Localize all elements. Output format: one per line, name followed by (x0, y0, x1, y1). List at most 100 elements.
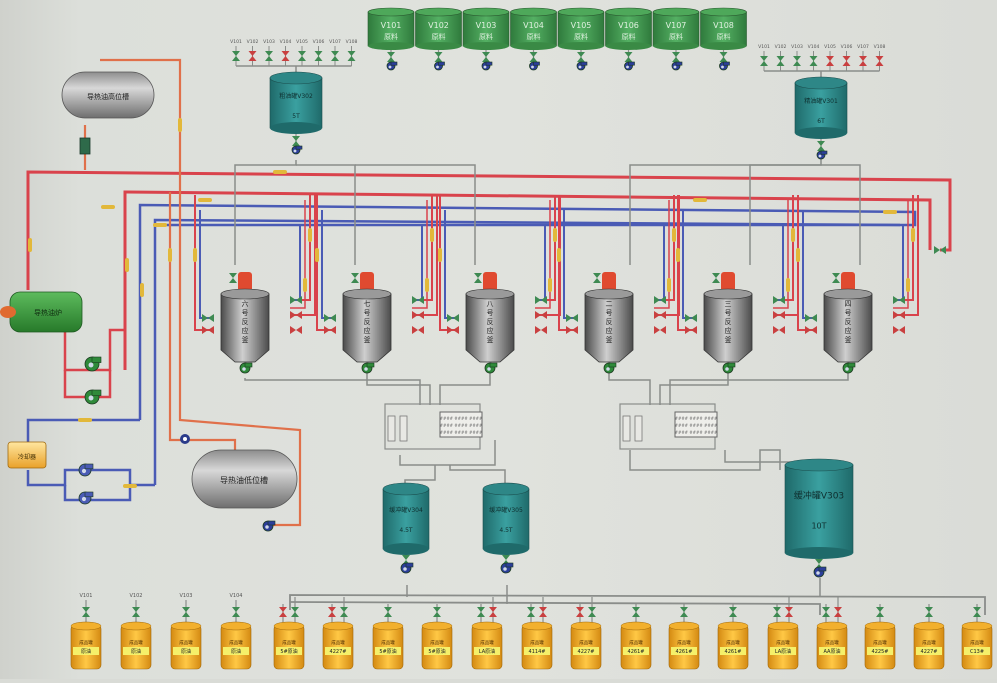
valve-open-icon[interactable] (340, 607, 348, 617)
pump-icon[interactable] (500, 562, 514, 574)
valve-closed-icon[interactable] (248, 51, 257, 61)
valve-open-icon[interactable] (577, 52, 585, 62)
pump-icon[interactable] (386, 61, 398, 71)
valve-open-icon[interactable] (593, 273, 601, 283)
pump-icon[interactable] (842, 362, 856, 374)
valve-open-icon[interactable] (387, 52, 395, 62)
storage-tank[interactable]: 导热油低位槽 (191, 449, 298, 509)
valve-open-icon[interactable] (893, 296, 905, 304)
valve-open-icon[interactable] (685, 314, 697, 322)
reactor-3[interactable]: 八号反应釜 (465, 272, 515, 363)
valve-open-icon[interactable] (817, 141, 825, 151)
valve-open-icon[interactable] (776, 56, 785, 66)
valve-open-icon[interactable] (447, 314, 459, 322)
valve-open-icon[interactable] (624, 52, 633, 62)
valve-closed-icon[interactable] (489, 607, 497, 617)
valve-closed-icon[interactable] (875, 56, 884, 66)
valve-open-icon[interactable] (232, 51, 240, 61)
valve-open-icon[interactable] (290, 296, 302, 304)
valve-open-icon[interactable] (712, 273, 720, 283)
valve-open-icon[interactable] (876, 607, 884, 617)
pump-icon[interactable] (361, 362, 375, 374)
valve-open-icon[interactable] (482, 52, 490, 62)
valve-open-icon[interactable] (760, 56, 768, 66)
pump-icon[interactable] (78, 463, 94, 477)
valve-open-icon[interactable] (474, 273, 482, 283)
valve-open-icon[interactable] (477, 607, 485, 617)
valve-round-icon[interactable] (180, 434, 190, 444)
valve-open-icon[interactable] (773, 296, 785, 304)
valve-closed-icon[interactable] (447, 326, 459, 334)
valve-closed-icon[interactable] (412, 311, 424, 319)
valve-open-icon[interactable] (566, 314, 578, 322)
valve-closed-icon[interactable] (893, 326, 905, 334)
pump-icon[interactable] (529, 61, 540, 71)
valve-open-icon[interactable] (680, 607, 688, 617)
valve-open-icon[interactable] (232, 607, 240, 617)
valve-open-icon[interactable] (324, 314, 336, 322)
reactor-1[interactable]: 六号反应釜 (220, 272, 270, 363)
valve-closed-icon[interactable] (826, 56, 834, 66)
valve-closed-icon[interactable] (773, 326, 785, 334)
valve-open-icon[interactable] (314, 51, 323, 61)
valve-open-icon[interactable] (202, 314, 214, 322)
valve-open-icon[interactable] (773, 607, 781, 617)
valve-open-icon[interactable] (729, 607, 737, 617)
cooler[interactable]: 冷却器 (7, 441, 47, 469)
valve-open-icon[interactable] (265, 51, 273, 61)
valve-closed-icon[interactable] (328, 607, 336, 617)
valve-closed-icon[interactable] (785, 607, 793, 617)
valve-open-icon[interactable] (805, 314, 817, 322)
valve-open-icon[interactable] (719, 52, 728, 62)
pump-icon[interactable] (481, 61, 493, 71)
filter-unit-1[interactable]: #### #### ######## #### ######## #### ##… (384, 403, 483, 450)
reactor-4[interactable]: 二号反应釜 (584, 272, 634, 363)
pump-icon[interactable] (434, 61, 445, 71)
valve-closed-icon[interactable] (535, 326, 547, 334)
valve-open-icon[interactable] (331, 51, 339, 61)
valve-closed-icon[interactable] (279, 607, 287, 617)
valve-open-icon[interactable] (654, 296, 666, 304)
pump-icon[interactable] (603, 362, 617, 374)
pump-icon[interactable] (671, 61, 683, 71)
pump-icon[interactable] (576, 61, 588, 71)
valve-open-icon[interactable] (351, 273, 359, 283)
valve-closed-icon[interactable] (202, 326, 214, 334)
valve-closed-icon[interactable] (324, 326, 336, 334)
pump-icon[interactable] (239, 362, 253, 374)
reactor-2[interactable]: 七号反应釜 (342, 272, 392, 363)
valve-closed-icon[interactable] (685, 326, 697, 334)
pump-icon[interactable] (84, 389, 102, 405)
valve-closed-icon[interactable] (859, 56, 867, 66)
valve-open-icon[interactable] (182, 607, 190, 617)
valve-closed-icon[interactable] (654, 311, 666, 319)
valve-closed-icon[interactable] (842, 56, 851, 66)
valve-open-icon[interactable] (291, 607, 299, 617)
valve-open-icon[interactable] (292, 136, 300, 146)
valve-open-icon[interactable] (229, 273, 237, 283)
valve-open-icon[interactable] (832, 273, 840, 283)
valve-closed-icon[interactable] (893, 311, 905, 319)
valve-open-icon[interactable] (809, 56, 818, 66)
pump-icon[interactable] (813, 566, 827, 578)
valve-closed-icon[interactable] (654, 326, 666, 334)
pump-icon[interactable] (78, 491, 94, 505)
valve-open-icon[interactable] (298, 51, 306, 61)
